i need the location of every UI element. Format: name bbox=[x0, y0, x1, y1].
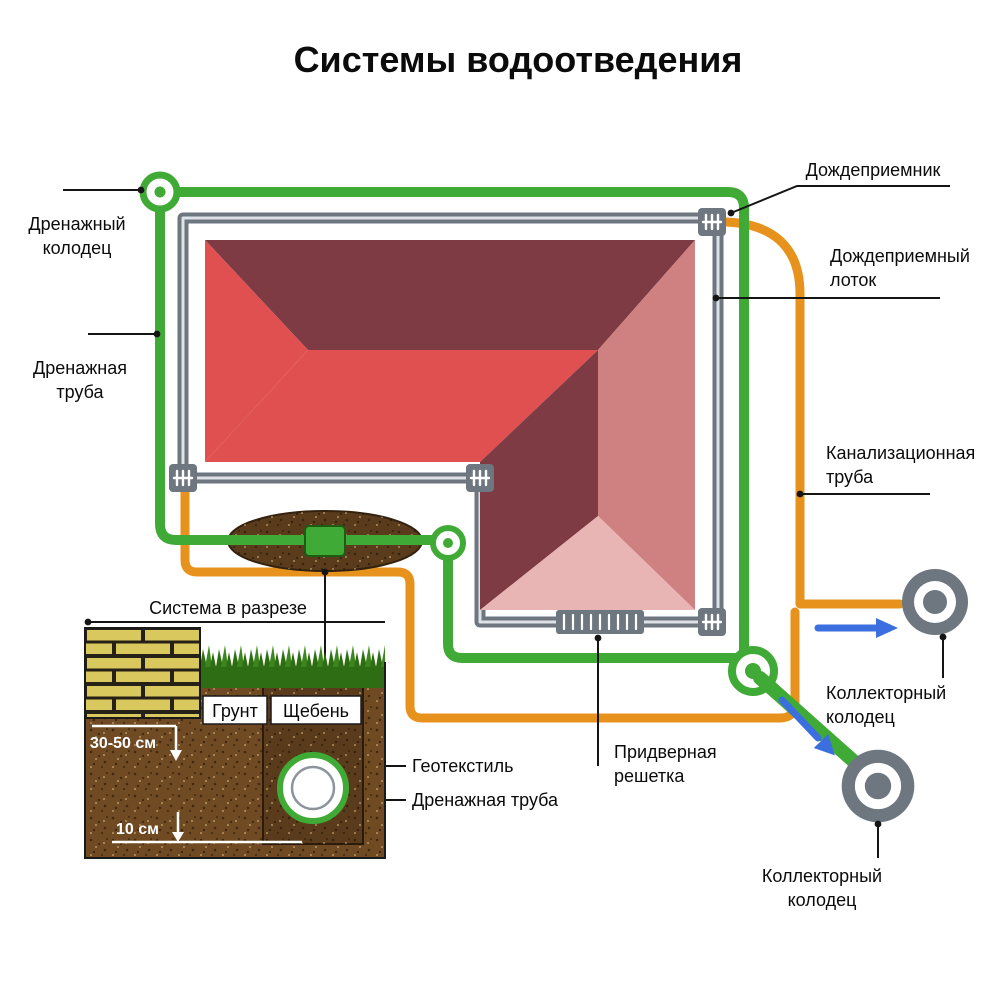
drainage-pipe-section bbox=[277, 752, 349, 824]
pipe-coupling bbox=[304, 525, 346, 557]
soil-label-box bbox=[202, 695, 268, 725]
sewer-pipe-bottom bbox=[180, 487, 800, 723]
collector-bottom-label-2: колодец bbox=[788, 890, 857, 910]
collector-bottom-label-1: Коллекторный bbox=[762, 866, 882, 886]
section-border bbox=[84, 662, 386, 859]
collector-well-right bbox=[902, 569, 968, 635]
geotextile-label: Геотекстиль bbox=[412, 756, 513, 776]
flow-arrow-diagonal bbox=[778, 696, 835, 756]
rain-inlet-bottom-left bbox=[167, 462, 199, 494]
drainage-pipe-section-label: Дренажная труба bbox=[412, 790, 559, 810]
bedding-dimension: 10 см bbox=[112, 812, 302, 844]
roof-face-ext-south bbox=[480, 516, 695, 610]
cross-section: Грунт Щебень 30-50 см 10 см Геотекстиль … bbox=[84, 627, 559, 859]
rain-inlet-top-right bbox=[696, 206, 728, 238]
grass-blades bbox=[200, 645, 385, 667]
rain-tray-label-2: лоток bbox=[830, 270, 876, 290]
depth-dimension: 30-50 см bbox=[90, 724, 182, 761]
drainage-pipe-label-1: Дренажная bbox=[33, 358, 127, 378]
sewer-pipe-label-1: Канализационная bbox=[826, 443, 975, 463]
sewer-pipe-label-2: труба bbox=[826, 467, 874, 487]
roof-face-north bbox=[205, 240, 695, 350]
collector-well-bottom bbox=[841, 749, 915, 823]
roof-face-east bbox=[598, 240, 695, 610]
drainage-pipe-bottom bbox=[443, 555, 749, 663]
collector-right-label-1: Коллекторный bbox=[826, 683, 946, 703]
grass-strip bbox=[200, 666, 385, 688]
roof-face-south bbox=[205, 350, 598, 462]
roof-face-ext-west bbox=[480, 350, 598, 610]
depth-dimension-text: 30-50 см bbox=[90, 735, 156, 752]
rain-inlet-inner-corner bbox=[464, 462, 496, 494]
collector-right-label-2: колодец bbox=[826, 707, 895, 727]
rain-inlet-bottom-right bbox=[696, 606, 728, 638]
roof-face-west bbox=[205, 240, 308, 462]
drainage-pipe-to-collector bbox=[753, 671, 875, 781]
drainage-well-middle bbox=[430, 525, 466, 561]
pipe-circle bbox=[290, 765, 336, 811]
rain-tray-label-1: Дождеприемный bbox=[830, 246, 970, 266]
soil-label: Грунт bbox=[212, 701, 258, 721]
drainage-pipe-label-2: труба bbox=[56, 382, 104, 402]
door-grate-label-2: решетка bbox=[614, 766, 685, 786]
drainage-pipe-left bbox=[155, 187, 437, 545]
house-roof bbox=[205, 240, 695, 610]
gravel-label-box bbox=[270, 695, 362, 725]
drainage-well-label-1: Дренажный bbox=[28, 214, 125, 234]
bedding-dimension-text: 10 см bbox=[116, 821, 159, 838]
gravel-label: Щебень bbox=[283, 701, 349, 721]
cross-section-caption: Система в разрезе bbox=[149, 598, 307, 618]
rain-inlet-label: Дождеприемник bbox=[806, 160, 941, 180]
page-title: Системы водоотведения bbox=[294, 39, 743, 80]
door-grate bbox=[556, 610, 644, 634]
door-grate-label-1: Придверная bbox=[614, 742, 717, 762]
flow-arrow-right bbox=[814, 618, 898, 638]
drainage-well-label-2: колодец bbox=[43, 238, 112, 258]
drainage-well-top-left bbox=[139, 171, 181, 213]
brick-wall bbox=[84, 627, 201, 719]
